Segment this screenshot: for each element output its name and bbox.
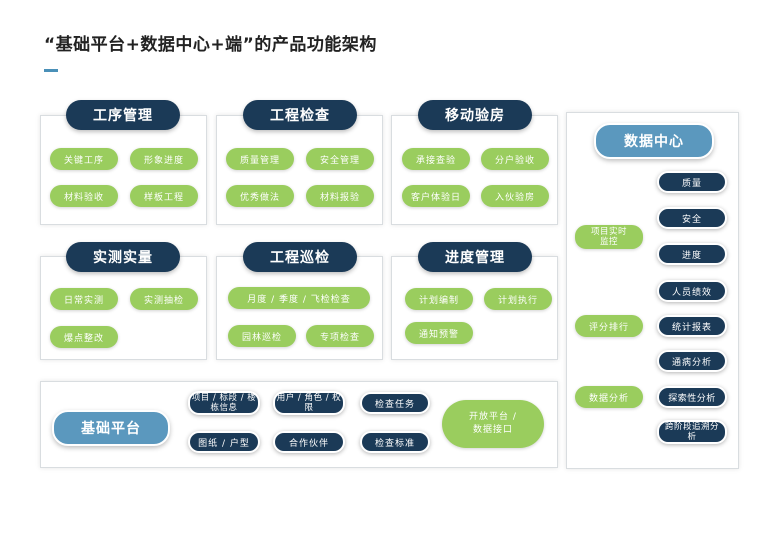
module-progress-title[interactable]: 进度管理: [418, 242, 532, 272]
item-plan-execution[interactable]: 计划执行: [484, 288, 552, 310]
item-material-report[interactable]: 材料报验: [306, 185, 374, 207]
dc-item-cross-stage-trace[interactable]: 跨阶段追溯分析: [657, 420, 727, 444]
item-quality-management[interactable]: 质量管理: [226, 148, 294, 170]
platform-title[interactable]: 基础平台: [52, 410, 170, 446]
dc-item-statistics-report[interactable]: 统计报表: [657, 315, 727, 337]
item-takeover-inspection[interactable]: 承接查验: [402, 148, 470, 170]
item-measure-sampling[interactable]: 实测抽检: [130, 288, 198, 310]
item-plan-making[interactable]: 计划编制: [405, 288, 473, 310]
item-landscape-patrol[interactable]: 园林巡检: [228, 325, 296, 347]
item-material-acceptance[interactable]: 材料验收: [50, 185, 118, 207]
item-customer-day[interactable]: 客户体验日: [402, 185, 470, 207]
item-special-inspection[interactable]: 专项检查: [306, 325, 374, 347]
title-accent-line: [44, 69, 58, 72]
item-project-building-info[interactable]: 项目 / 标段 / 楼栋信息: [188, 391, 260, 415]
item-move-in-inspection[interactable]: 入伙验房: [481, 185, 549, 207]
dc-item-common-defect-analysis[interactable]: 通病分析: [657, 350, 727, 372]
module-process-panel: [40, 115, 207, 225]
module-patrol-title[interactable]: 工程巡检: [243, 242, 357, 272]
item-partner[interactable]: 合作伙伴: [273, 431, 345, 453]
module-mobile-panel: [391, 115, 558, 225]
group-realtime-monitor[interactable]: 项目实时监控: [575, 225, 643, 249]
page-title: “基础平台+数据中心+端”的产品功能架构: [44, 35, 377, 55]
item-safety-management[interactable]: 安全管理: [306, 148, 374, 170]
dc-item-progress[interactable]: 进度: [657, 243, 727, 265]
dc-item-staff-performance[interactable]: 人员绩效: [657, 280, 727, 302]
datacenter-title[interactable]: 数据中心: [594, 123, 714, 159]
item-burst-rectify[interactable]: 爆点整改: [50, 326, 118, 348]
module-mobile-title[interactable]: 移动验房: [418, 100, 532, 130]
module-process-title[interactable]: 工序管理: [66, 100, 180, 130]
item-key-process[interactable]: 关键工序: [50, 148, 118, 170]
module-measure-title[interactable]: 实测实量: [66, 242, 180, 272]
item-inspection-task[interactable]: 检查任务: [360, 392, 430, 414]
item-drawing-layout[interactable]: 图纸 / 户型: [188, 431, 260, 453]
open-platform-button[interactable]: 开放平台 / 数据接口: [442, 400, 544, 448]
dc-item-safety[interactable]: 安全: [657, 207, 727, 229]
item-image-progress[interactable]: 形象进度: [130, 148, 198, 170]
item-user-role-permission[interactable]: 用户 / 角色 / 权限: [273, 391, 345, 415]
group-score-ranking[interactable]: 评分排行: [575, 315, 643, 337]
module-inspection-title[interactable]: 工程检查: [243, 100, 357, 130]
item-best-practice[interactable]: 优秀做法: [226, 185, 294, 207]
item-notice-warning[interactable]: 通知预警: [405, 322, 473, 344]
item-sample-project[interactable]: 样板工程: [130, 185, 198, 207]
item-daily-measure[interactable]: 日常实测: [50, 288, 118, 310]
group-data-analysis[interactable]: 数据分析: [575, 386, 643, 408]
item-unit-acceptance[interactable]: 分户验收: [481, 148, 549, 170]
module-inspection-panel: [216, 115, 383, 225]
item-inspection-standard[interactable]: 检查标准: [360, 431, 430, 453]
item-periodic-inspection[interactable]: 月度 / 季度 / 飞检检查: [228, 287, 370, 309]
dc-item-exploratory-analysis[interactable]: 探索性分析: [657, 386, 727, 408]
dc-item-quality[interactable]: 质量: [657, 171, 727, 193]
